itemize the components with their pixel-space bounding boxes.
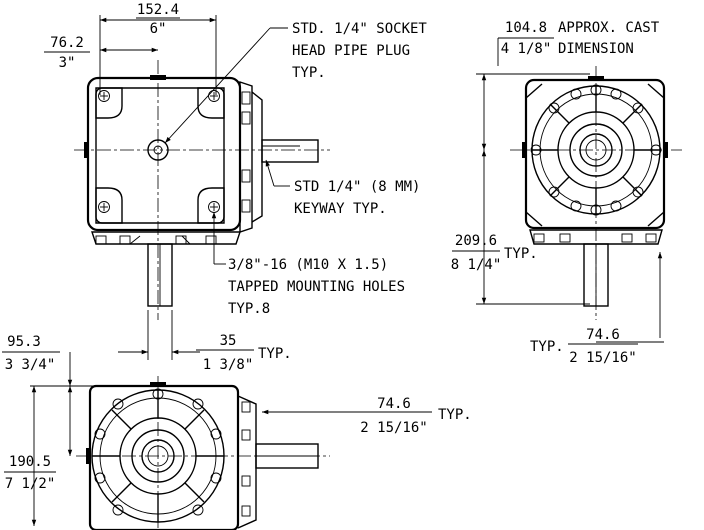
dim-74-bottom-metric: 74.6 [377,396,411,412]
dim-209-imperial: 8 1/4" [451,257,502,273]
dim-209-metric: 209.6 [455,233,497,249]
dim-95-metric: 95.3 [7,334,41,350]
dim-209-suffix: TYP. [504,246,538,262]
dim-104-note-1: APPROX. CAST [558,20,660,36]
note-keyway-2: KEYWAY TYP. [294,201,387,217]
dim-95-imperial: 3 3/4" [5,357,56,373]
output-shaft-right [261,139,319,163]
dim-74-right-prefix: TYP. [530,339,564,355]
keyway-leader [265,159,290,187]
note-keyway-1: STD 1/4" (8 MM) [294,179,420,195]
front-view [74,60,330,320]
dim-74-bottom-imperial: 2 15/16" [360,420,427,436]
dim-104-imperial: 4 1/8" [501,41,552,57]
note-pipe-plug-1: STD. 1/4" SOCKET [292,21,427,37]
note-pipe-plug-3: TYP. [292,65,326,81]
dim-35-suffix: TYP. [258,346,292,362]
dim-104-metric: 104.8 [505,20,547,36]
bottom-view [76,376,330,530]
dim-190-metric: 190.5 [9,454,51,470]
note-pipe-plug-2: HEAD PIPE PLUG [292,43,410,59]
note-holes-1: 3/8"-16 (M10 X 1.5) [228,257,388,273]
note-holes-2: TAPPED MOUNTING HOLES [228,279,405,295]
mounting-holes-leader [211,212,226,265]
note-holes-3: TYP.8 [228,301,270,317]
dim-190-imperial: 7 1/2" [5,476,56,492]
dim-209 [452,150,590,305]
dim-35 [118,310,254,360]
dim-104 [476,37,590,150]
dim-152-imperial: 6" [150,21,167,37]
dim-74-right [568,252,664,345]
dim-74-right-metric: 74.6 [586,327,620,343]
dim-95 [2,351,140,456]
dim-190 [4,385,66,526]
pipe-plug-leader [164,27,288,144]
side-view [510,66,682,320]
dim-74-right-imperial: 2 15/16" [569,350,636,366]
dim-74-bottom-suffix: TYP. [438,407,472,423]
dim-152-metric: 152.4 [137,2,179,18]
dim-35-imperial: 1 3/8" [203,357,254,373]
dim-35-metric: 35 [220,333,237,349]
dim-76-imperial: 3" [59,55,76,71]
dim-76 [44,47,158,53]
dim-76-metric: 76.2 [50,35,84,51]
dim-152 [99,15,217,95]
dim-104-note-2: DIMENSION [558,41,634,57]
